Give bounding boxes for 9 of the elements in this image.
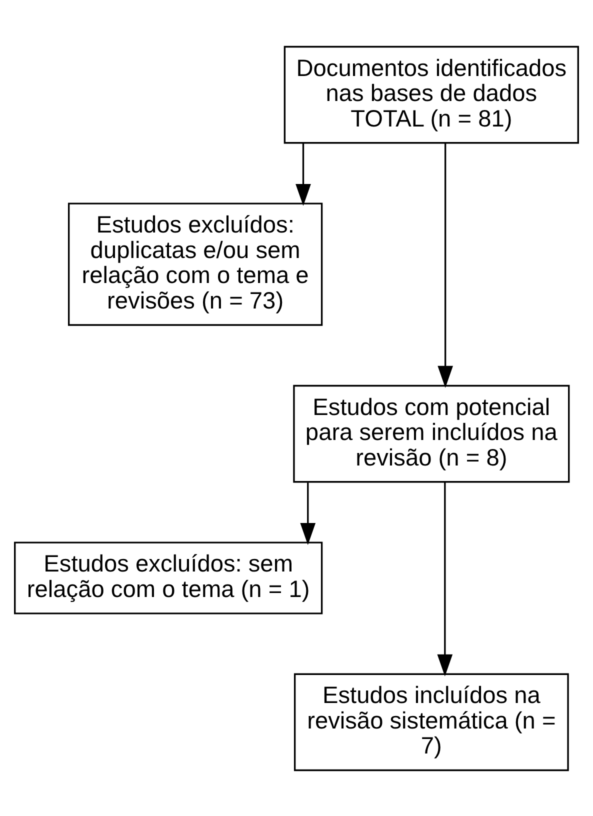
arrow [300, 482, 316, 544]
node-box: Documentos identificados nas bases de dados TOTAL (n = 81) [284, 45, 579, 144]
node-box: Estudos incluídos na revisão sistemática (n = 7) [294, 672, 569, 771]
arrow [437, 482, 453, 676]
arrow [438, 142, 454, 388]
arrow [296, 142, 311, 206]
node-box: Estudos excluídos: duplicatas e/ou sem relação com o tema e revisões (n = 73) [68, 202, 323, 326]
node-box: Estudos excluídos: sem relação com o tema (n = 1) [14, 541, 323, 614]
node-box: Estudos com potencial para serem incluídos na revisão (n = 8) [293, 384, 570, 482]
